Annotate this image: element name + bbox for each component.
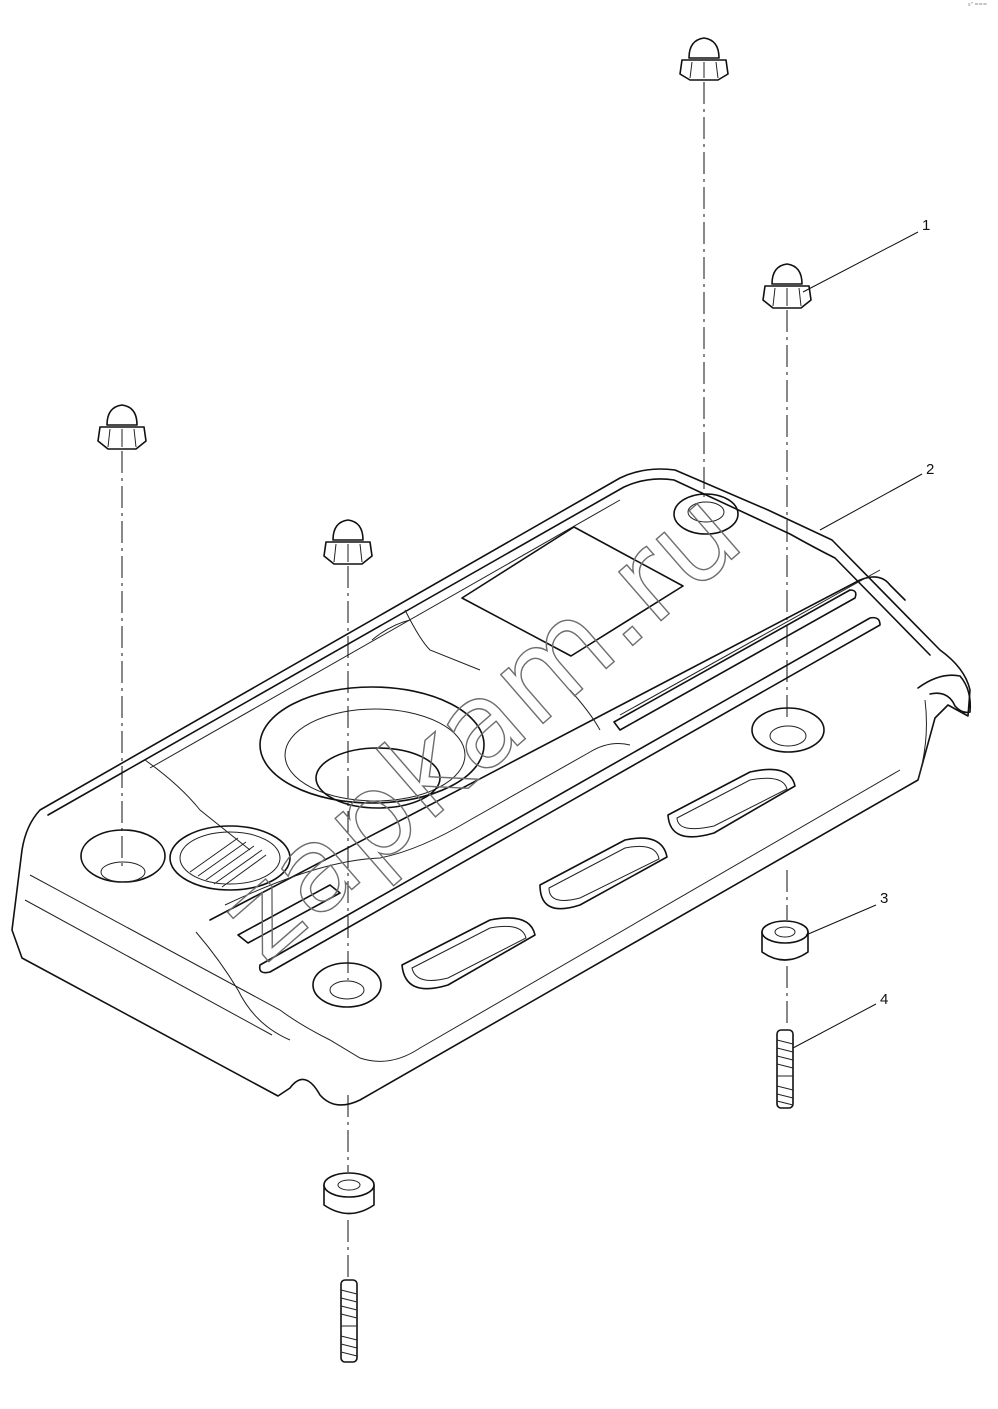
callout-1: 1 [922, 217, 930, 234]
assembly-axes [121, 82, 788, 1278]
stud-right [776, 1029, 794, 1109]
spacer-bottom [323, 1172, 375, 1215]
cap-nut-left [97, 404, 147, 450]
spacer-right [761, 920, 809, 961]
cap-nut-top [679, 37, 729, 81]
stud-bottom [340, 1279, 358, 1363]
callout-4: 4 [880, 991, 888, 1008]
leader-lines [792, 231, 923, 1049]
callout-2: 2 [926, 461, 934, 478]
cap-nut-right [762, 263, 812, 309]
cap-nut-middle [323, 519, 373, 565]
corner-mark: s" === [968, 2, 987, 8]
engine-cover [11, 468, 972, 1106]
callout-3: 3 [880, 890, 888, 907]
